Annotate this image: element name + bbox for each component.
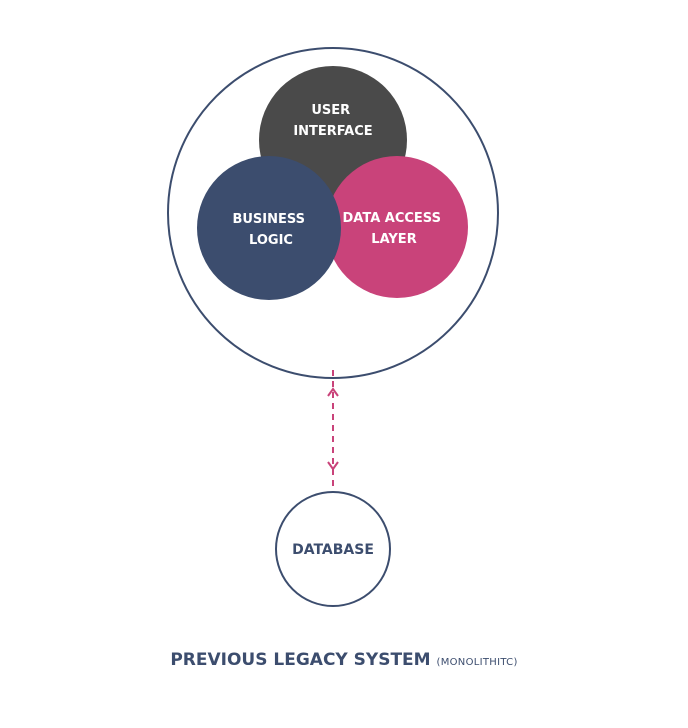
data-access-layer-label: DATA ACCESS LAYER — [343, 211, 446, 247]
arrow-down-icon — [327, 461, 339, 471]
diagram-caption: PREVIOUS LEGACY SYSTEM (MONOLITHITC) — [0, 650, 688, 670]
user-interface-label: USER INTERFACE — [293, 103, 372, 139]
business-logic-label: BUSINESS LOGIC — [232, 212, 309, 248]
caption-sub: (MONOLITHITC) — [436, 657, 518, 668]
arrow-up-icon — [327, 387, 339, 397]
database-circle — [275, 491, 391, 607]
database-label: DATABASE — [292, 542, 374, 558]
business-logic-circle — [197, 156, 341, 300]
caption-main: PREVIOUS LEGACY SYSTEM — [170, 650, 431, 670]
data-access-layer-circle — [326, 156, 468, 298]
